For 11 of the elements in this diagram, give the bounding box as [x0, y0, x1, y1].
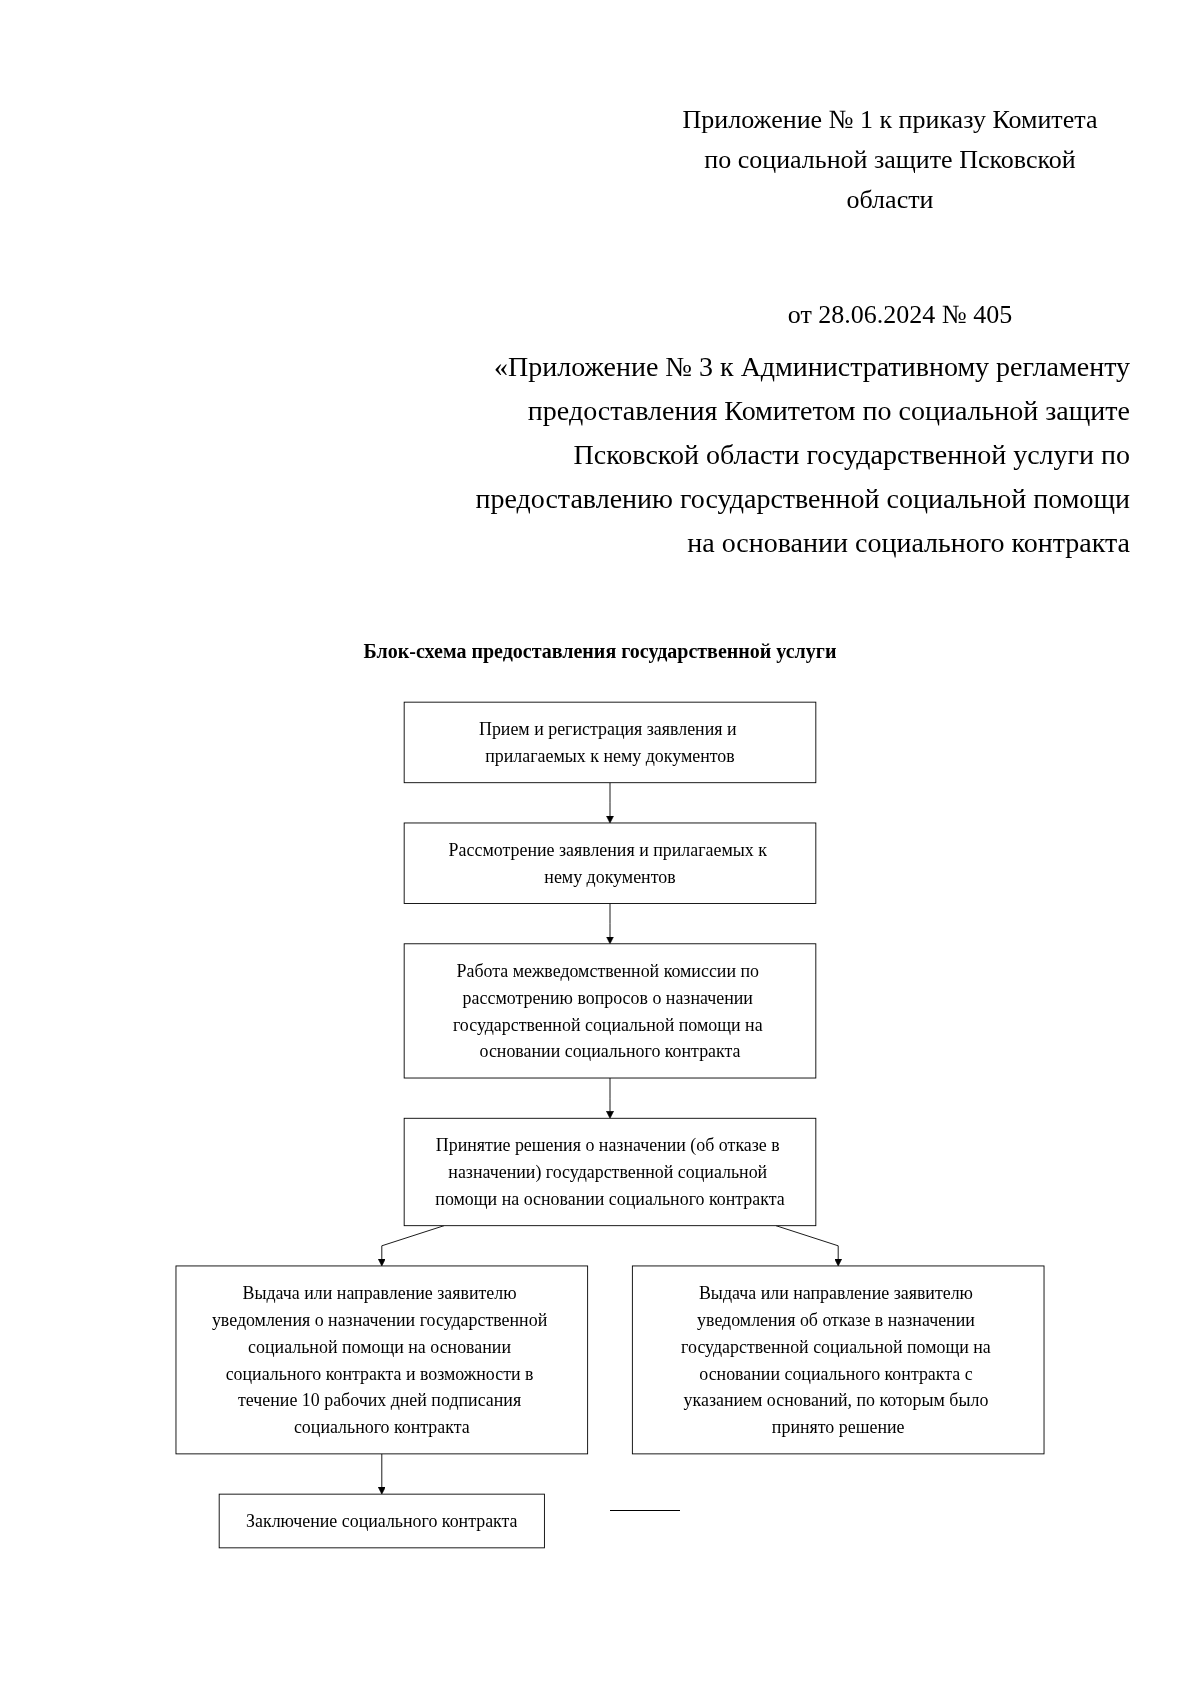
diagram-title: Блок-схема предоставления государственной услуги	[362, 640, 838, 663]
node-box: Выдача или направление заявителю уведомления о назначении государственной социальной помощи на основании социального контракта и возможности в течение 10 рабочих дней подписания социального контракта	[175, 1265, 589, 1455]
node-box: Принятие решения о назначении (об отказе в назначении) государственной социальной помощи на основании социального контракта	[403, 1117, 817, 1227]
node-box: Прием и регистрация заявления и прилагаемых к нему документов	[403, 701, 817, 784]
node-box: Заключение социального контракта	[218, 1493, 545, 1549]
appendix-heading: «Приложение № 3 к Административному регламенту предоставления Комитетом по социальной защите Псковской области государственной услуги по предоставлению государственной социальной помощи на основании социального контракта	[474, 350, 1130, 560]
node-box: Рассмотрение заявления и прилагаемых к нему документов	[403, 822, 817, 904]
node-box: Выдача или направление заявителю уведомления об отказе в назначении государственной социальной помощи на основании социального контракта с указанием оснований, по которым было принято решение	[631, 1265, 1045, 1455]
order-date-number: от 28.06.2024 № 405	[786, 300, 1014, 330]
appendix-heading: Приложение № 1 к приказу Комитета по социальной защите Псковской области	[681, 104, 1099, 216]
node-box: Работа межведомственной комиссии по рассмотрению вопросов о назначении государственной социальной помощи на основании социального контракта	[403, 943, 817, 1079]
